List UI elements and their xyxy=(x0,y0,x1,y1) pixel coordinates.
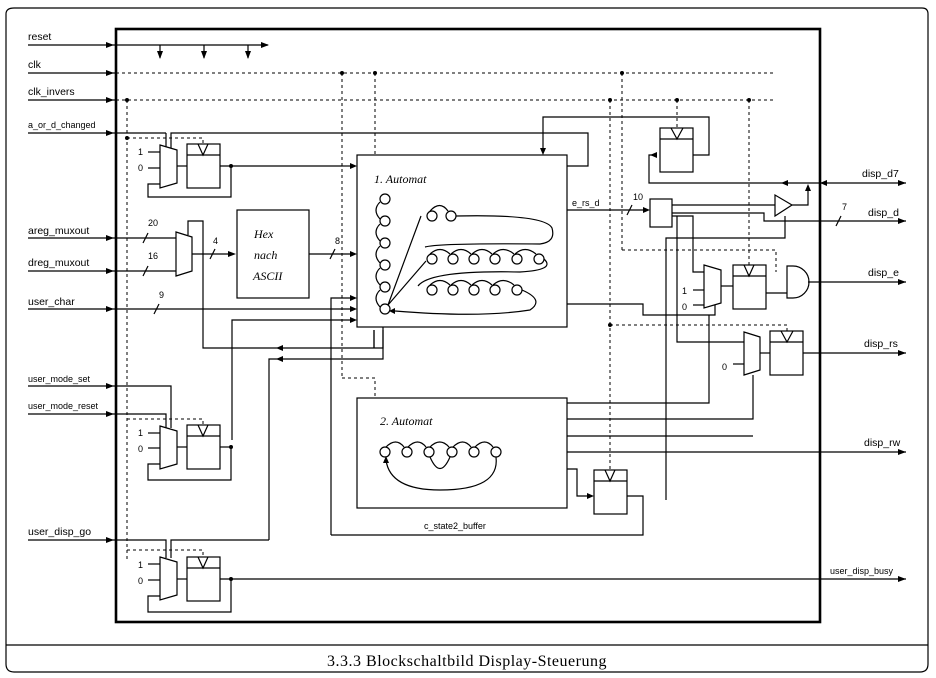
svg-text:user_mode_reset: user_mode_reset xyxy=(28,401,99,411)
automat-1-block: 1. Automat xyxy=(356,154,568,328)
input-user-mode-reset: user_mode_reset xyxy=(28,401,167,428)
svg-text:16: 16 xyxy=(148,251,158,261)
input-reset: reset xyxy=(28,31,269,59)
register-mode: 1 0 xyxy=(138,424,233,481)
svg-text:10: 10 xyxy=(633,192,643,202)
splitter-box xyxy=(649,198,673,228)
figure-caption: 3.3.3 Blockschaltbild Display-Steuerung xyxy=(327,653,607,670)
tristate-buffer: 7 xyxy=(665,184,906,500)
svg-text:areg_muxout: areg_muxout xyxy=(28,225,89,237)
svg-text:reset: reset xyxy=(28,31,51,43)
automat-1-states xyxy=(379,193,545,315)
svg-text:0: 0 xyxy=(138,163,143,173)
register-rs: 0 xyxy=(567,216,906,420)
automat2-outputs xyxy=(567,315,906,453)
svg-text:7: 7 xyxy=(842,202,847,212)
input-clk-invers: clk_invers xyxy=(28,86,775,103)
svg-text:Hex: Hex xyxy=(253,227,274,241)
input-user-disp-go: user_disp_go xyxy=(28,526,269,558)
svg-text:2. Automat: 2. Automat xyxy=(380,414,433,428)
output-disp-d7: disp_d7 xyxy=(820,168,906,186)
register-c-state2: c_state2_buffer xyxy=(331,468,644,536)
input-a-or-d-changed: a_or_d_changed xyxy=(28,120,589,167)
svg-text:user_mode_set: user_mode_set xyxy=(28,374,91,384)
svg-text:1: 1 xyxy=(138,428,143,438)
svg-text:c_state2_buffer: c_state2_buffer xyxy=(424,521,486,531)
svg-text:user_disp_go: user_disp_go xyxy=(28,526,91,538)
outer-frame xyxy=(5,7,929,673)
svg-text:e_rs_d: e_rs_d xyxy=(572,198,600,208)
input-user-mode-set: user_mode_set xyxy=(28,374,172,428)
svg-text:a_or_d_changed: a_or_d_changed xyxy=(28,120,96,130)
register-d7 xyxy=(540,116,820,186)
input-clk: clk xyxy=(28,59,775,76)
svg-text:20: 20 xyxy=(148,218,158,228)
output-user-disp-busy: user_disp_busy xyxy=(830,566,906,582)
register-1: 1 0 xyxy=(138,143,357,198)
svg-text:dreg_muxout: dreg_muxout xyxy=(28,257,89,269)
svg-text:clk: clk xyxy=(28,59,42,71)
output-disp-d: disp_d xyxy=(868,207,906,224)
input-dreg-muxout: dreg_muxout 16 xyxy=(28,251,176,277)
automat1-feedback xyxy=(231,295,384,540)
hex-to-ascii-block: Hex nach ASCII 8 xyxy=(236,209,357,299)
svg-text:disp_d: disp_d xyxy=(868,207,899,219)
register-e: 1 0 xyxy=(567,215,906,316)
output-disp-e: disp_e xyxy=(868,267,906,285)
svg-text:1: 1 xyxy=(138,147,143,157)
chip-boundary xyxy=(114,27,822,624)
svg-text:1: 1 xyxy=(682,286,687,296)
svg-text:8: 8 xyxy=(335,236,340,246)
svg-text:9: 9 xyxy=(159,290,164,300)
svg-text:1. Automat: 1. Automat xyxy=(374,172,427,186)
svg-text:disp_e: disp_e xyxy=(868,267,899,279)
svg-text:nach: nach xyxy=(254,248,277,262)
svg-text:4: 4 xyxy=(213,236,218,246)
svg-text:user_char: user_char xyxy=(28,296,75,308)
input-user-char: user_char 9 xyxy=(28,290,357,315)
svg-text:0: 0 xyxy=(722,362,727,372)
output-disp-rs: disp_rs xyxy=(864,338,906,356)
svg-text:0: 0 xyxy=(138,444,143,454)
svg-text:user_disp_busy: user_disp_busy xyxy=(830,566,894,576)
automat-2-block: 2. Automat xyxy=(356,397,568,509)
register-busy: 1 0 xyxy=(138,556,906,613)
svg-text:clk_invers: clk_invers xyxy=(28,86,75,98)
clock-distribution xyxy=(125,73,788,560)
svg-text:disp_rs: disp_rs xyxy=(864,338,898,350)
svg-text:ASCII: ASCII xyxy=(252,269,283,283)
svg-text:disp_d7: disp_d7 xyxy=(862,168,899,180)
output-disp-rw: disp_rw xyxy=(864,437,906,455)
svg-text:disp_rw: disp_rw xyxy=(864,437,901,449)
input-areg-muxout: areg_muxout 20 xyxy=(28,218,176,244)
net-e-rs-d: e_rs_d 10 xyxy=(567,192,650,216)
svg-text:1: 1 xyxy=(138,560,143,570)
svg-text:0: 0 xyxy=(682,302,687,312)
svg-text:0: 0 xyxy=(138,576,143,586)
